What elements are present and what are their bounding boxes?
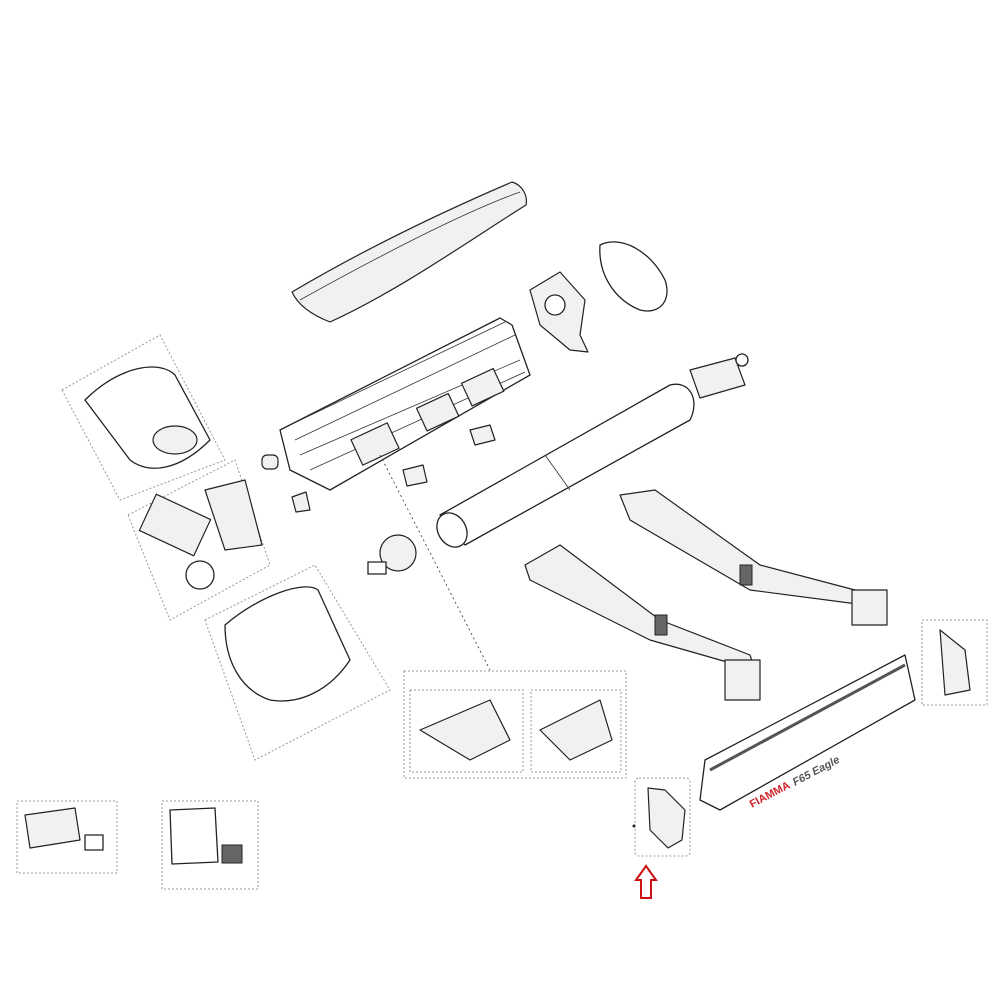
end-cap-right-group[interactable] (921, 619, 988, 706)
clip-part[interactable] (261, 424, 496, 513)
roller-tube-part[interactable] (431, 383, 695, 552)
motor-unit-group[interactable] (127, 459, 271, 621)
connection-line (379, 454, 491, 671)
top-cover-part[interactable] (291, 181, 527, 323)
control-box-group[interactable] (16, 800, 118, 874)
support-arm-right-part[interactable] (619, 489, 888, 626)
support-arm-left-part[interactable] (524, 544, 761, 701)
main-housing-part[interactable] (279, 317, 531, 491)
motor-cover-group[interactable] (61, 334, 226, 501)
wall-switch-group[interactable] (161, 800, 259, 890)
end-cover-part[interactable] (599, 241, 668, 312)
end-bracket-part[interactable] (529, 271, 589, 353)
end-cap-left-part[interactable] (632, 777, 691, 857)
arrow-up-outline-icon (634, 864, 658, 899)
motor-housing-group[interactable] (204, 564, 391, 761)
drive-adapter-part[interactable] (367, 534, 417, 575)
roller-end-plug-part[interactable] (689, 353, 749, 399)
bracket-detail-group[interactable] (403, 670, 627, 779)
